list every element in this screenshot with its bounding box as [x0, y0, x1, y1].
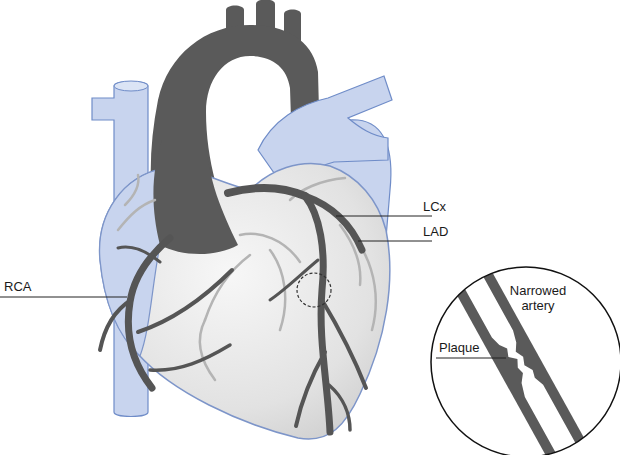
inset-label: Plaque	[439, 340, 479, 355]
artery-branch	[100, 300, 131, 350]
minor-vessel	[125, 175, 138, 205]
minor-vessel	[240, 234, 300, 262]
minor-vessel	[200, 320, 215, 380]
artery-label: LCx	[423, 199, 446, 214]
leader-line	[336, 216, 432, 217]
inset-border	[431, 267, 620, 455]
inset-artery	[432, 229, 604, 455]
coronary-arteries	[100, 188, 366, 432]
descending-artery	[305, 196, 330, 432]
inset-label: Narrowed artery	[506, 283, 570, 313]
minor-vessel	[118, 200, 155, 230]
leader-line	[436, 358, 506, 359]
right-coronary-artery	[128, 238, 170, 388]
artery-branch	[150, 345, 230, 370]
artery-branch	[270, 260, 318, 300]
artery-wall	[432, 229, 604, 455]
leader-lines	[0, 216, 432, 297]
vessel-opening	[114, 81, 148, 91]
artery-branch	[118, 247, 160, 262]
artery-label: RCA	[4, 279, 31, 294]
artery-label: LAD	[423, 224, 448, 239]
artery-branch	[296, 352, 325, 426]
minor-vessels	[118, 175, 376, 380]
artery-branch	[329, 385, 350, 430]
leader-line	[358, 241, 432, 242]
leader-line	[0, 297, 127, 298]
magnified-inset	[431, 229, 620, 455]
heart-body	[100, 163, 390, 439]
highlight-circle	[297, 273, 331, 307]
artery-branch	[322, 300, 366, 388]
minor-vessel	[360, 245, 376, 330]
left-main-artery	[228, 188, 305, 196]
artery-branch	[138, 270, 232, 332]
